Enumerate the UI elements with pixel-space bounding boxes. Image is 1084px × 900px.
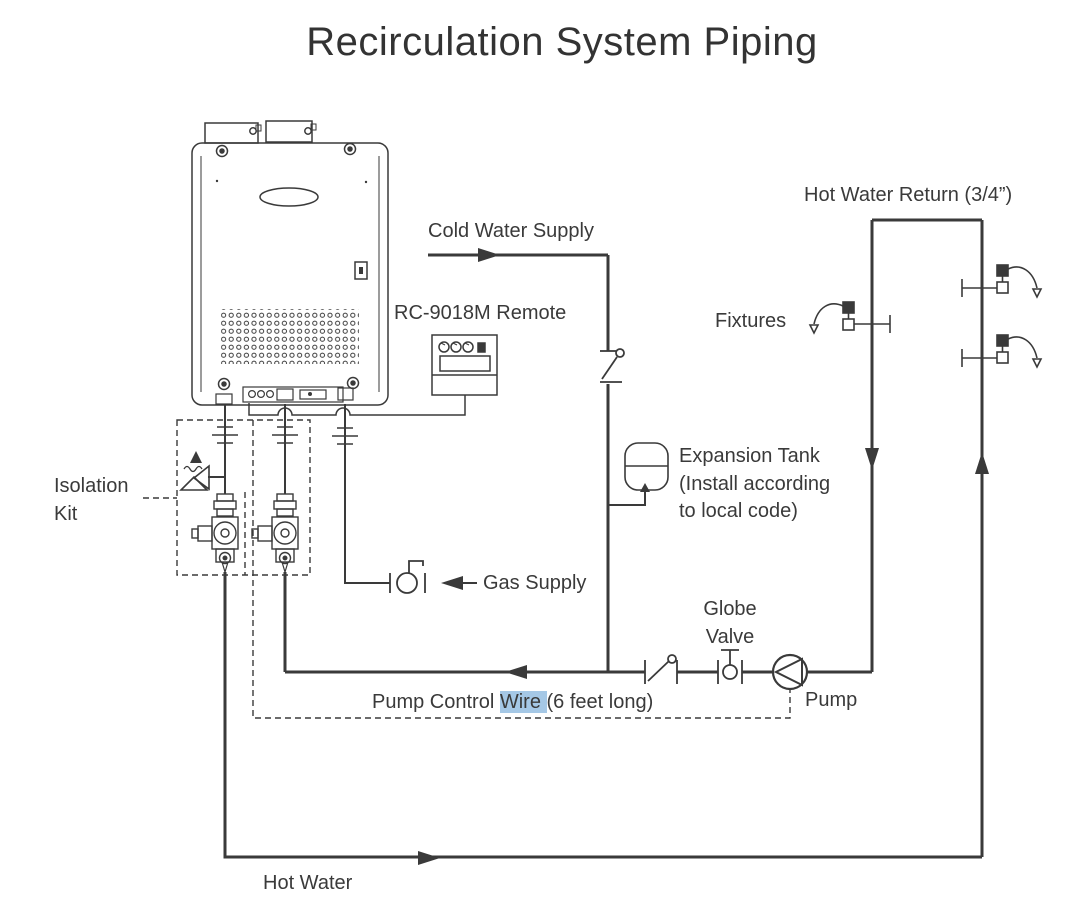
isolation-kit-label: Isolation Kit [54, 475, 129, 525]
pipe-unions [212, 426, 358, 445]
pressure-relief-valve-icon [179, 451, 225, 491]
hot-water-bottom-pipe [223, 572, 982, 859]
swing-check-valve-icon [644, 654, 678, 684]
dashed-lines [143, 419, 791, 719]
globe-valve-icon [717, 649, 743, 684]
water-piping [223, 218, 984, 859]
heater-side-switch [354, 261, 368, 280]
hot-water-return-label: Hot Water Return (3/4”) [804, 184, 1013, 206]
heater-bottom-fittings [215, 386, 354, 405]
remote-wire [248, 395, 466, 416]
fixtures-label: Fixtures [715, 310, 787, 332]
screw-icon [215, 142, 360, 391]
vent-holes [221, 309, 359, 364]
isolation-valve-hot [191, 493, 239, 575]
pump-label: Pump [805, 689, 858, 711]
fixture-left [808, 301, 891, 335]
isolation-valve-cold [251, 493, 299, 575]
expansion-tank-icon [624, 442, 669, 492]
down-flow-arrow [865, 448, 879, 470]
expansion-tank-pipe [608, 490, 646, 506]
vent-pipes-icon [204, 120, 317, 144]
pump-icon [771, 653, 809, 691]
hot-water-label: Hot Water [263, 872, 353, 894]
flow-arrows [418, 248, 989, 865]
water-heater [191, 120, 389, 406]
up-flow-arrow [975, 452, 989, 474]
page-title: Recirculation System Piping [306, 20, 818, 64]
heater-badge [259, 187, 319, 207]
pump-control-wire-label: Pump Control Wire (6 feet long) [372, 691, 654, 713]
isolation-kit-boundary [176, 419, 311, 576]
remote-label: RC-9018M Remote [394, 302, 567, 324]
fixture-right-lower [961, 334, 1043, 369]
gas-supply-label: Gas Supply [483, 572, 587, 594]
expansion-tank-label: Expansion Tank (Install according to loc… [679, 445, 831, 523]
connection-piping [224, 404, 646, 584]
hot-water-arrow [418, 851, 440, 865]
return-arrow [505, 665, 527, 679]
highlighted-word: Wire [499, 691, 547, 713]
remote-control [431, 334, 498, 396]
globe-valve-label: Globe Valve [703, 598, 757, 648]
fixture-right-upper [961, 264, 1043, 299]
check-valve-icon [600, 348, 625, 383]
cold-supply-arrow [478, 248, 500, 262]
gas-valve-icon [389, 560, 426, 594]
gas-pipe [344, 404, 477, 584]
gas-supply-arrow [441, 576, 463, 590]
cold-water-supply-label: Cold Water Supply [428, 220, 594, 242]
